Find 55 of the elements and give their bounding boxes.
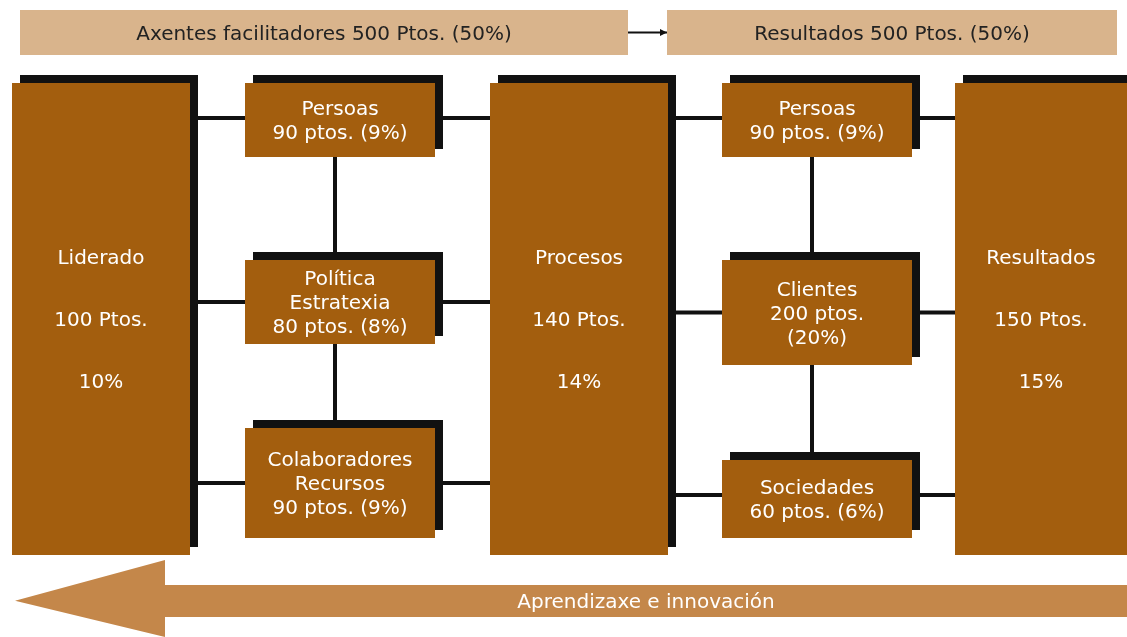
criterion-label: 60 ptos. (6%): [749, 499, 885, 523]
criterion-box: [245, 420, 443, 538]
criterion-label: Estratexia: [289, 290, 391, 314]
criterion-label: Colaboradores: [267, 447, 413, 471]
column-label: 15%: [1018, 369, 1064, 393]
connector-line: [810, 157, 814, 252]
connector-line: [198, 300, 245, 304]
criterion-label: Persoas: [778, 96, 856, 120]
criterion-label: Clientes: [776, 276, 858, 301]
connector-line: [676, 116, 722, 120]
column-label: 14%: [556, 369, 602, 393]
criterion-box: [722, 75, 920, 157]
connector-line: [198, 116, 245, 120]
feedback-arrow: [15, 560, 1127, 637]
criterion-label: 90 ptos. (9%): [272, 120, 408, 144]
connector-line: [920, 493, 955, 497]
header-label: Axentes facilitadores 500 Ptos. (50%): [136, 20, 512, 45]
connector-line: [333, 344, 337, 420]
connector-line: [198, 481, 245, 485]
column-label: Procesos: [534, 245, 624, 269]
column-label: 10%: [78, 369, 124, 393]
criterion-label: 200 ptos. (20%): [768, 300, 866, 349]
arrow: [627, 29, 668, 36]
header-label: Resultados 500 Ptos. (50%): [754, 20, 1030, 45]
category-column: [490, 75, 676, 555]
column-label: 100 Ptos.: [54, 307, 148, 331]
criterion-label: Persoas: [301, 96, 379, 120]
criterion-label: 90 ptos. (9%): [749, 120, 885, 144]
criterion-label: Política: [304, 266, 376, 290]
column-label: Resultados: [986, 245, 1096, 269]
criterion-box: [722, 252, 920, 365]
connector-line: [920, 116, 955, 120]
column-label: 150 Ptos.: [994, 307, 1088, 331]
criterion-label: 90 ptos. (9%): [272, 495, 408, 519]
criterion-label: 80 ptos. (8%): [272, 314, 408, 338]
criterion-box: [245, 75, 443, 157]
criterion-label: Recursos: [294, 471, 386, 495]
connector-line: [920, 310, 955, 315]
category-column: [12, 75, 198, 555]
header-band: [20, 10, 628, 55]
column-label: 140 Ptos.: [532, 307, 626, 331]
connector-line: [443, 116, 490, 120]
criterion-box: [722, 452, 920, 538]
criterion-label: Sociedades: [759, 475, 875, 499]
connector-line: [676, 310, 722, 315]
criterion-box: [245, 252, 443, 344]
header-band: [667, 10, 1117, 55]
connector-line: [443, 300, 490, 304]
arrow-label: Aprendizaxe e innovación: [517, 589, 775, 613]
connector-line: [810, 365, 814, 452]
connector-line: [333, 157, 337, 252]
connector-line: [676, 493, 722, 497]
column-label: Liderado: [57, 245, 145, 269]
connector-line: [443, 481, 490, 485]
category-column: [955, 75, 1127, 555]
